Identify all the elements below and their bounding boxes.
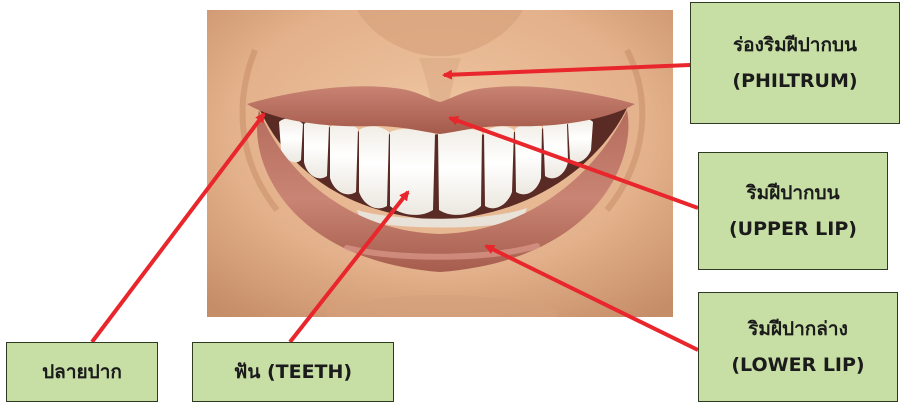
mouth-corner-label: ปลายปาก xyxy=(6,342,158,402)
upper-lip-label-english: (UPPER LIP) xyxy=(729,211,857,247)
smile-illustration xyxy=(207,10,673,317)
teeth-label-text: ฟัน (TEETH) xyxy=(234,354,352,390)
lower-lip-label-thai: ริมฝีปากล่าง xyxy=(748,311,848,347)
philtrum-label-thai: ร่องริมฝีปากบน xyxy=(733,27,857,63)
lower-lip-label-english: (LOWER LIP) xyxy=(731,347,864,383)
lower-lip-label: ริมฝีปากล่าง (LOWER LIP) xyxy=(698,292,898,402)
upper-lip-label: ริมฝีปากบน (UPPER LIP) xyxy=(698,152,888,270)
philtrum-label-english: (PHILTRUM) xyxy=(732,63,857,99)
upper-lip-label-thai: ริมฝีปากบน xyxy=(746,175,839,211)
philtrum-label: ร่องริมฝีปากบน (PHILTRUM) xyxy=(690,2,900,124)
mouth-corner-label-thai: ปลายปาก xyxy=(42,354,122,390)
teeth-label: ฟัน (TEETH) xyxy=(192,342,394,402)
smile-photo xyxy=(207,10,673,317)
